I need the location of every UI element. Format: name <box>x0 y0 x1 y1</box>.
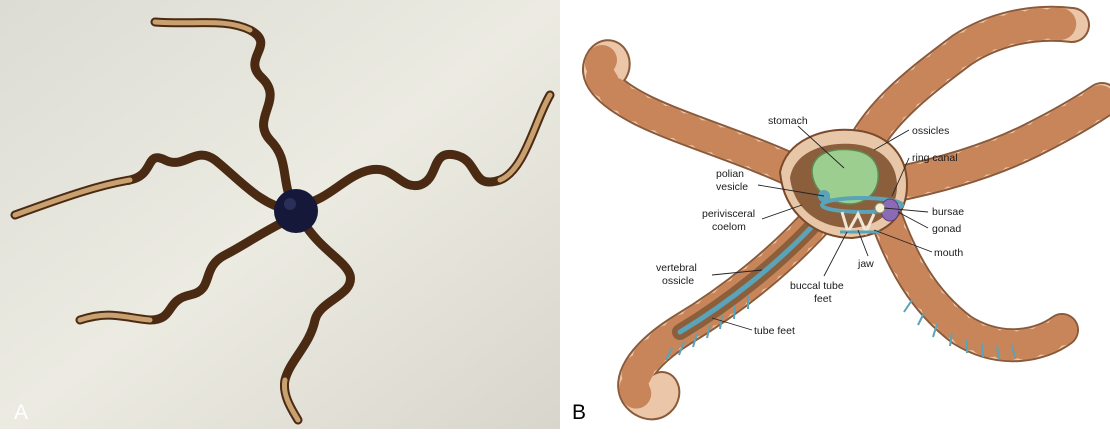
diagram-panel: stomach ossicles ring canal polian vesic… <box>562 0 1110 429</box>
brittle-star-anatomy-diagram: stomach ossicles ring canal polian vesic… <box>562 0 1110 429</box>
label-buccal-feet: feet <box>814 293 832 305</box>
label-buccal-tube: buccal tube <box>790 280 844 292</box>
label-vesicle: vesicle <box>716 181 748 193</box>
panel-label-b: B <box>572 401 586 425</box>
label-ossicle: ossicle <box>662 275 694 287</box>
label-coelom: coelom <box>712 221 746 233</box>
label-gonad: gonad <box>932 223 961 235</box>
panel-label-a: A <box>14 401 28 425</box>
label-mouth: mouth <box>934 247 963 259</box>
label-tube-feet: tube feet <box>754 325 795 337</box>
label-bursae: bursae <box>932 206 964 218</box>
label-perivisceral: perivisceral <box>702 208 755 220</box>
label-jaw: jaw <box>857 258 874 270</box>
label-ossicles: ossicles <box>912 125 949 137</box>
label-ring-canal: ring canal <box>912 152 958 164</box>
label-vertebral: vertebral <box>656 262 697 274</box>
label-polian: polian <box>716 168 744 180</box>
photo-panel: A <box>0 0 560 429</box>
brittle-star-disc <box>274 189 318 233</box>
bursae <box>875 203 885 213</box>
brittle-star-photo <box>0 0 560 429</box>
label-stomach: stomach <box>768 115 808 127</box>
